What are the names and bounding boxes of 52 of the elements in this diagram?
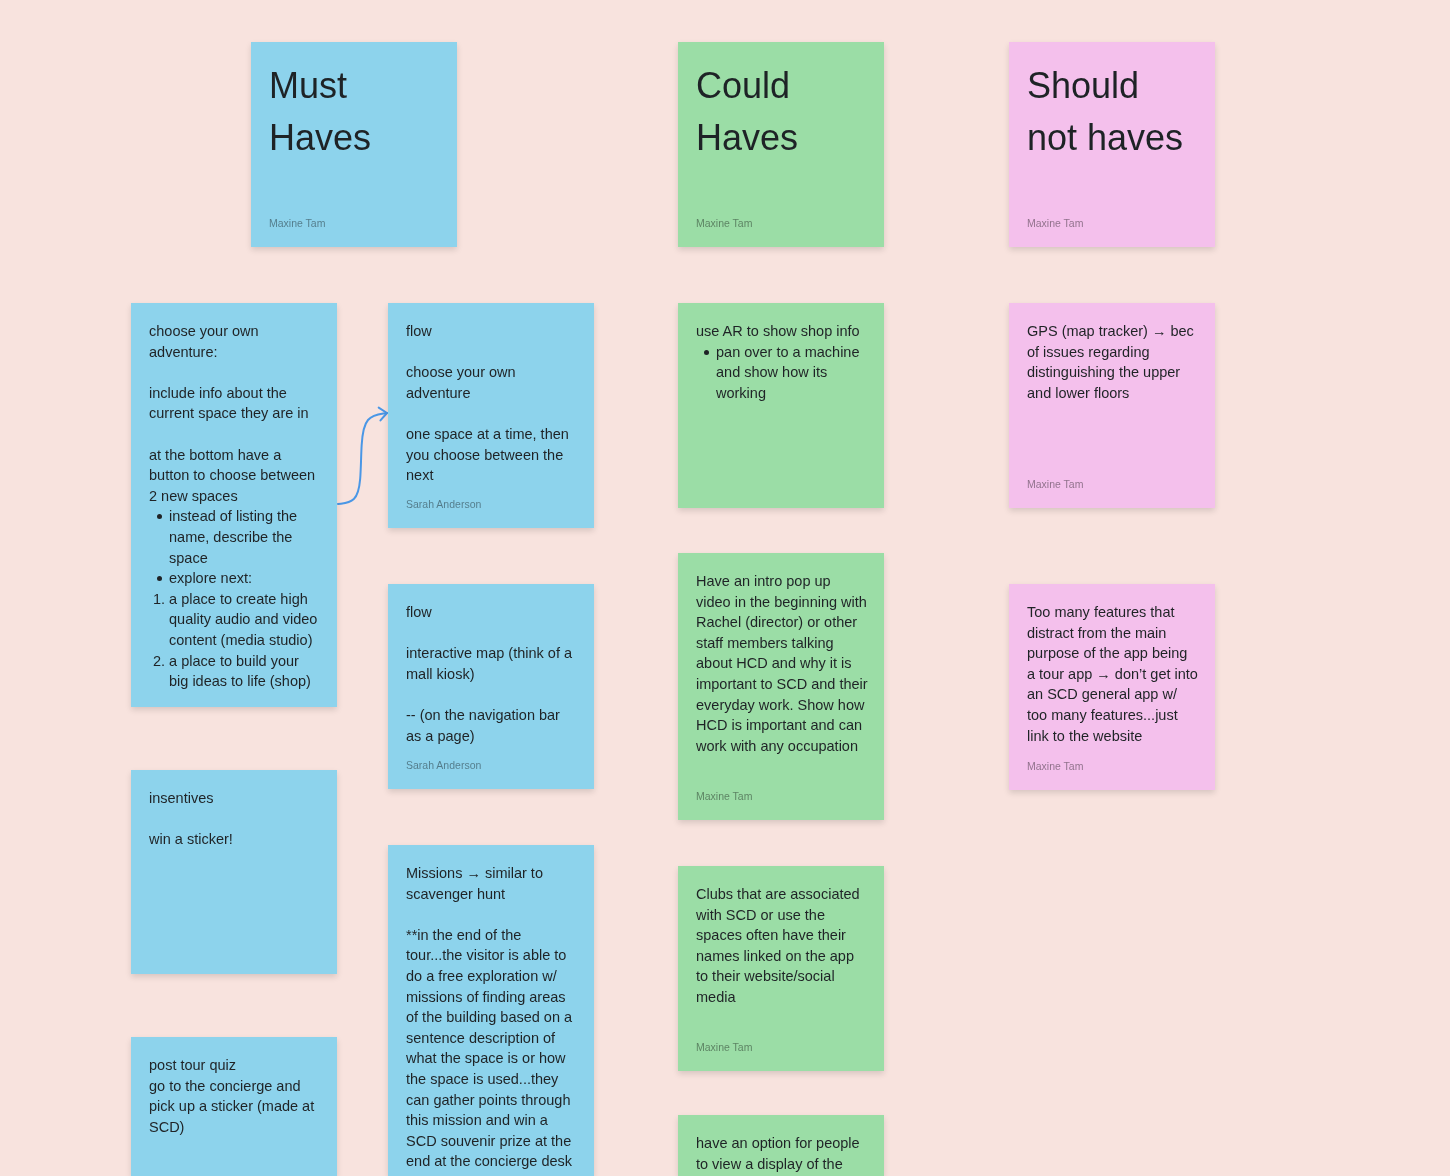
note-text: interactive map (think of a mall kiosk) [406,644,574,684]
author-name: Maxine Tam [696,217,753,229]
author-name: Sarah Anderson [406,498,482,510]
list-item-text: 1. a place to create high quality audio and video content (media studio) [152,589,319,650]
note-text: Too many features that distract from the main purpose of the app being a tour app → don’t get into an SCD general app w/ too many features...just link to the website [1027,603,1199,746]
sticky-note [131,1037,337,1176]
header-sticky-note [678,42,884,247]
note-text: include info about the current space they are in [149,383,310,424]
author-name: Maxine Tam [696,1041,753,1053]
sticky-note [1009,584,1215,790]
note-text: one space at a time, then you choose between the next [406,424,570,486]
list-item-text: explore next: [169,569,254,589]
list-item-text: 2. a place to build your big ideas to life (shop) [152,651,312,692]
note-text: win a sticker! [149,830,234,850]
note-text: Clubs that are associated with SCD or use the spaces often have their names linked on the app to their website/social media [696,885,861,1007]
note-text: go to the concierge and pick up a sticker (made at SCD) [149,1076,316,1137]
sticky-note [388,303,594,528]
sticky-note [678,866,884,1071]
author-name: Maxine Tam [696,790,753,802]
sticky-note [388,584,594,789]
author-name: Sarah Anderson [406,759,482,771]
sticky-note [678,303,884,508]
note-text: choose your own adventure: [149,322,260,362]
sticky-note [1009,303,1215,508]
note-text: -- (on the navigation bar as a page) [406,705,561,746]
heading-text: Must Haves [269,64,373,160]
note-text: **in the end of the tour...the visitor is able to do a free exploration w/ missions of finding areas of the building based on a sentence description of what the space is or how the space is used...they can gather points through this mission and win a SCD souvenir prize at the end at the concierge desk [406,925,574,1172]
note-text: post tour quiz [149,1056,238,1075]
note-text: flow [406,603,433,622]
note-text: have an option for people to view a display of the [696,1134,861,1174]
sticky-note [678,553,884,820]
sticky-note [131,770,337,974]
note-text: Missions → similar to scavenger hunt [406,864,544,904]
note-text: flow [406,322,433,341]
note-text: GPS (map tracker) → bec of issues regarding distinguishing the upper and lower floors [1027,322,1195,403]
list-item-text: pan over to a machine and show how its working [716,342,861,403]
author-name: Maxine Tam [1027,217,1084,229]
sticky-note [131,303,337,707]
heading-text: Could Haves [696,64,800,160]
author-name: Maxine Tam [1027,760,1084,772]
note-text: choose your own adventure [406,363,517,403]
sticky-note [678,1115,884,1176]
note-text: use AR to show shop info [696,322,861,341]
author-name: Maxine Tam [1027,478,1084,490]
note-text: insentives [149,789,215,808]
author-name: Maxine Tam [269,217,326,229]
arrow [337,406,388,505]
heading-text: Should not haves [1027,64,1185,160]
header-sticky-note [1009,42,1215,247]
note-text: Have an intro pop up video in the beginning with Rachel (director) or other staff members talking about HCD and why it is important to SCD and their everyday work. Show how HCD is important and can work with any occupation [696,572,868,756]
header-sticky-note [251,42,457,247]
sticky-note [388,845,594,1176]
